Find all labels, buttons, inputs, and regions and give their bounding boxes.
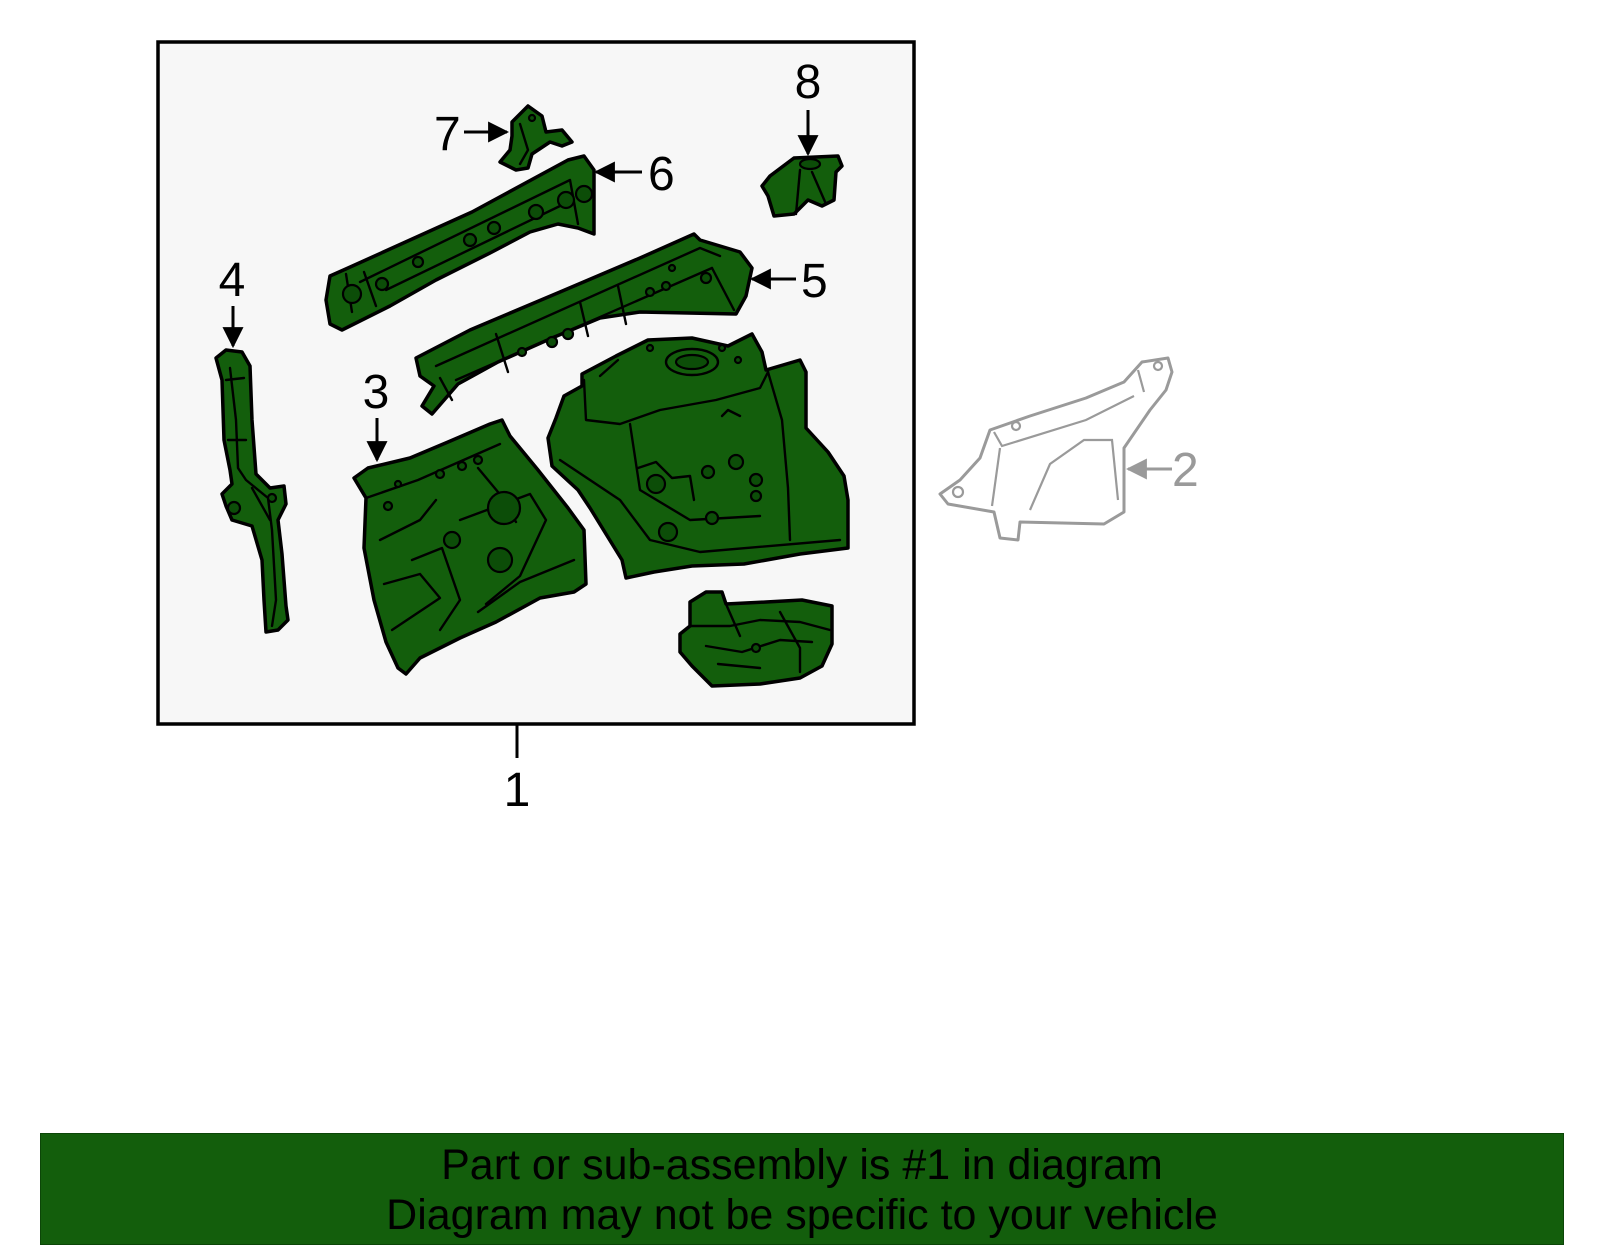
part-5-lower-rail[interactable]	[414, 232, 754, 416]
part-shock-tower[interactable]	[546, 332, 850, 580]
part-7-bracket[interactable]	[498, 104, 574, 172]
callout-3: 3	[363, 366, 390, 419]
part-3-apron[interactable]	[352, 418, 588, 676]
banner-line-1: Part or sub-assembly is #1 in diagram	[441, 1141, 1163, 1189]
part-4-pillar[interactable]	[214, 348, 290, 634]
part-lower-bracket[interactable]	[678, 590, 834, 688]
callout-5: 5	[801, 255, 828, 308]
callout-4: 4	[219, 254, 246, 307]
callout-8: 8	[795, 56, 822, 109]
banner-line-2: Diagram may not be specific to your vehi…	[386, 1191, 1218, 1239]
part-6-upper-rail[interactable]	[324, 154, 596, 332]
callout-2: 2	[1172, 444, 1199, 497]
callout-1: 1	[504, 764, 531, 817]
part-8-mount[interactable]	[760, 154, 844, 218]
callout-7: 7	[434, 108, 461, 161]
callout-6: 6	[648, 148, 675, 201]
disclaimer-banner: Part or sub-assembly is #1 in diagram Di…	[40, 1133, 1564, 1245]
part-2-outline[interactable]	[938, 356, 1174, 542]
